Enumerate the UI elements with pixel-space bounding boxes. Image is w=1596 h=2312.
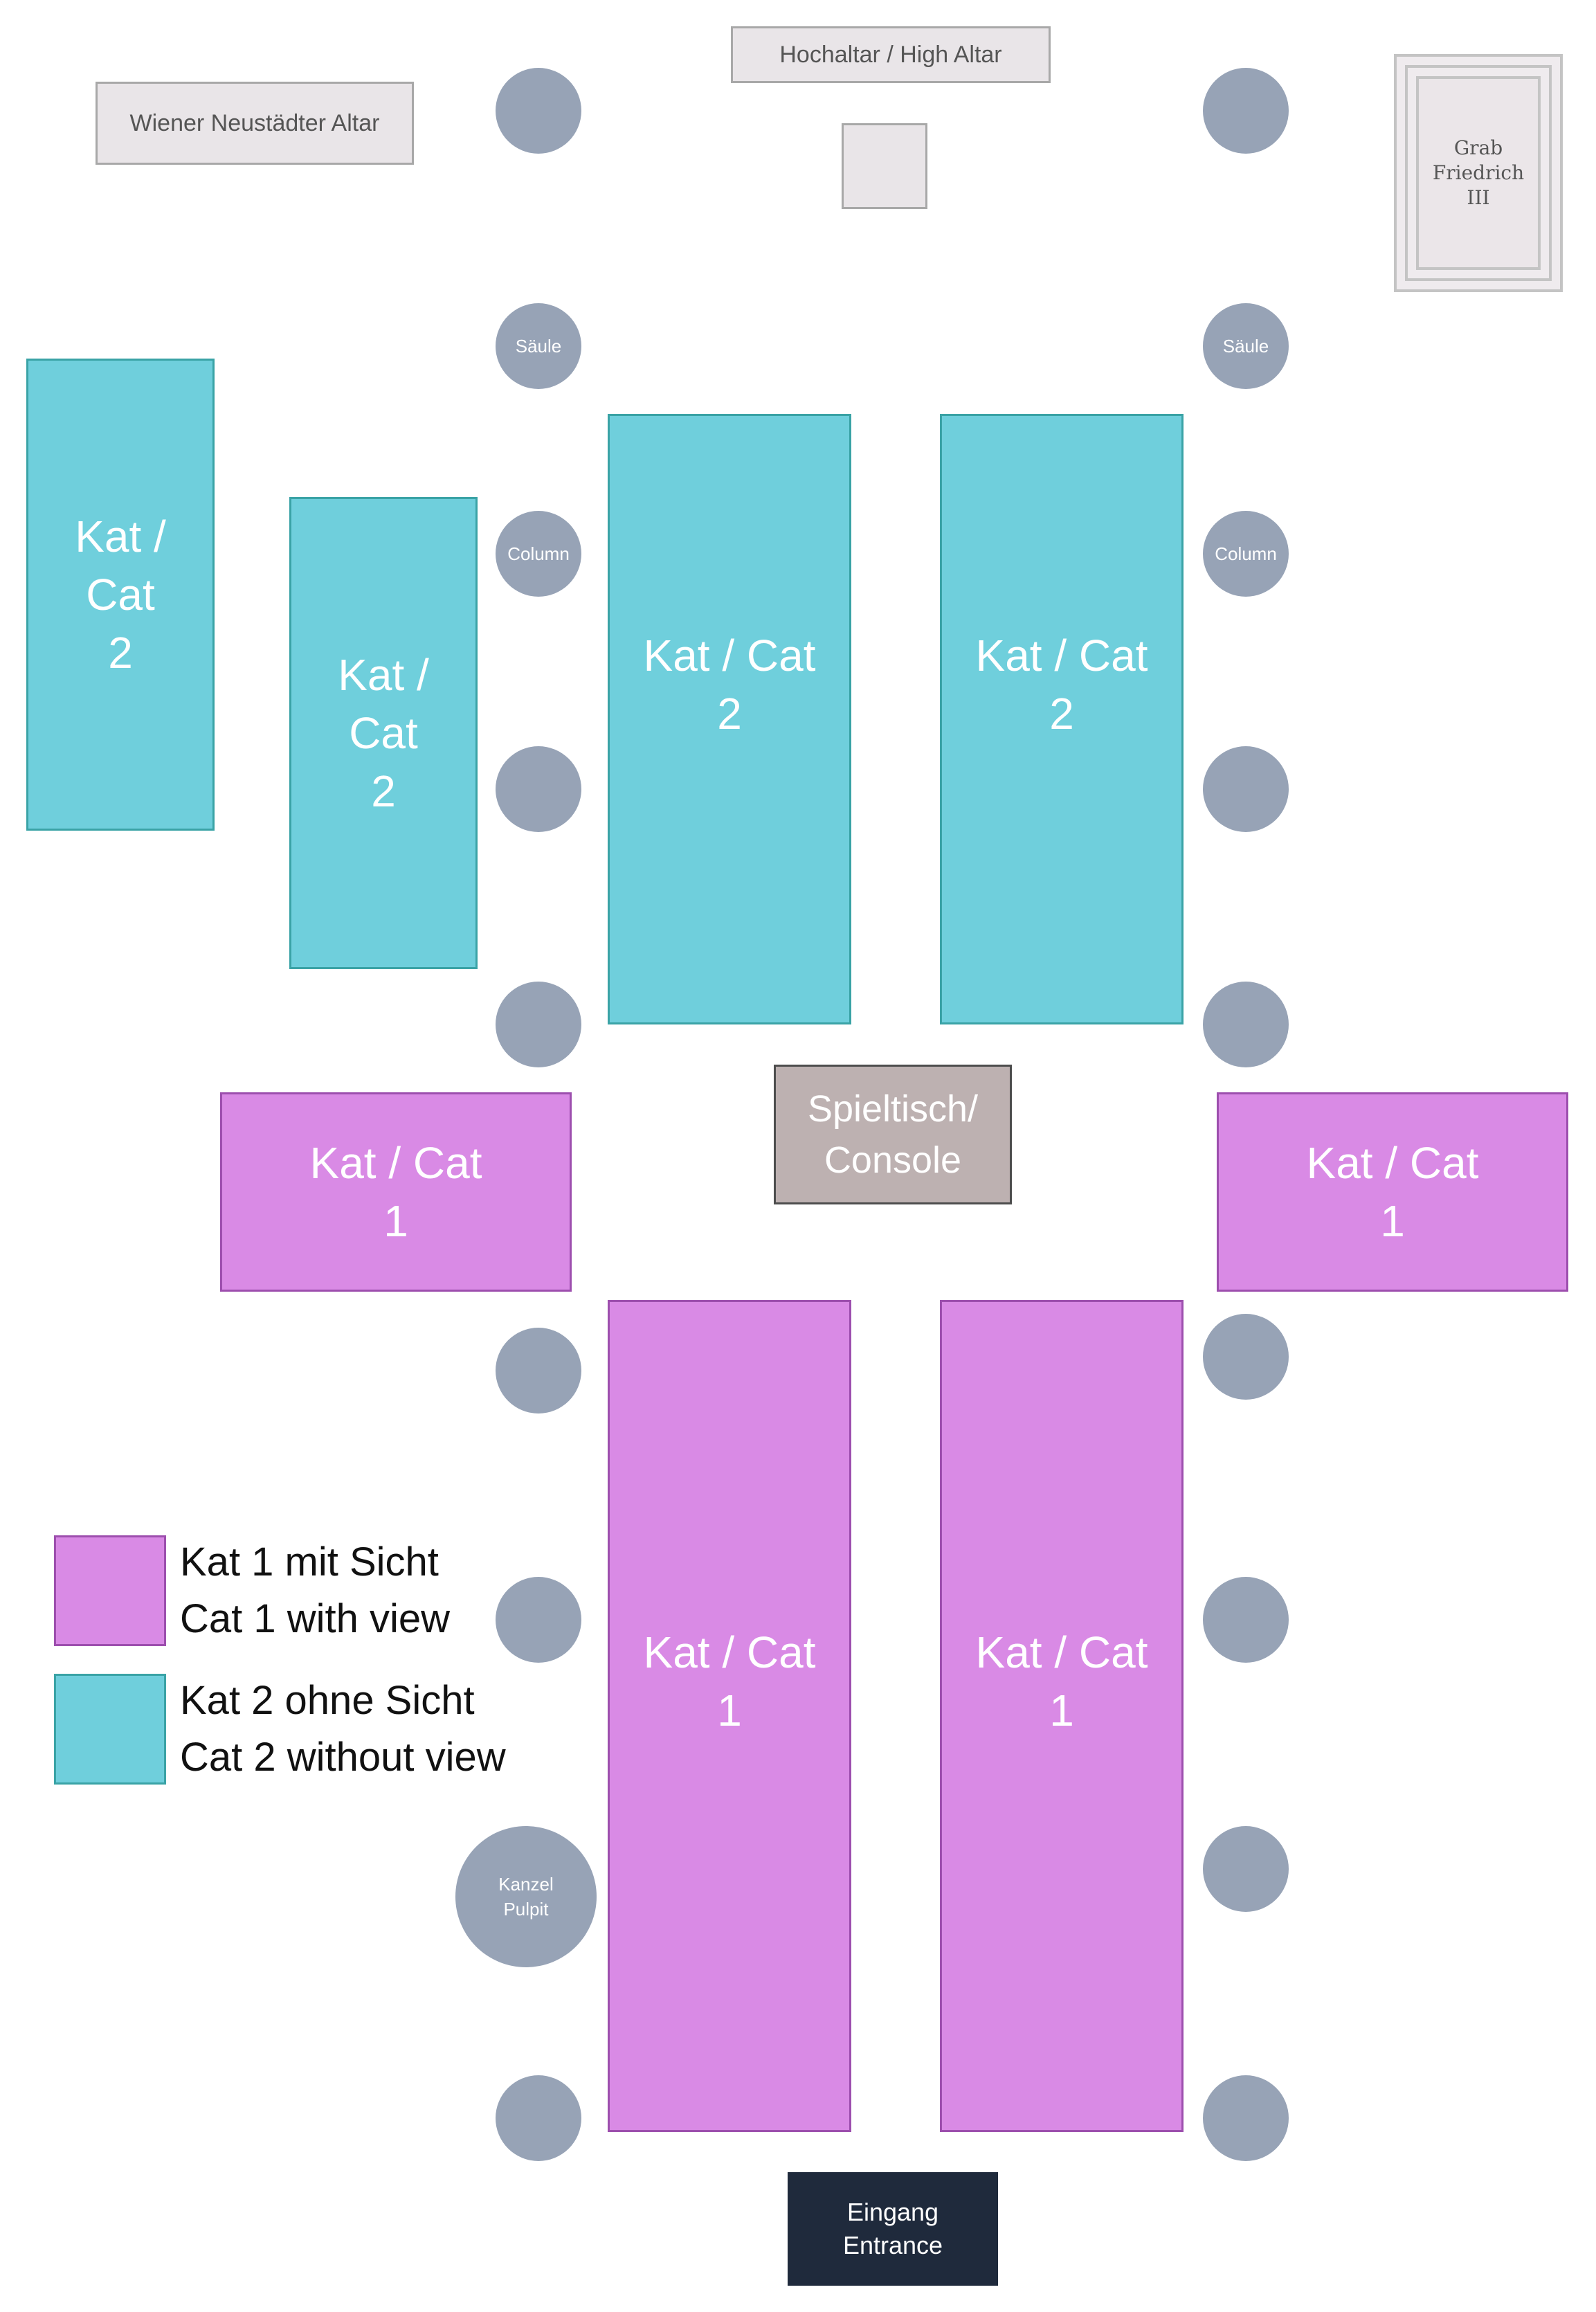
block-label: 1 — [717, 1686, 742, 1735]
entrance: Eingang Entrance — [788, 2172, 998, 2286]
block-label: 1 — [1049, 1686, 1074, 1735]
legend-line: Cat 2 without view — [180, 1735, 506, 1780]
block-label: 1 — [383, 1196, 408, 1246]
column — [1203, 1577, 1289, 1663]
column — [496, 1577, 581, 1663]
organ-console: Spieltisch/ Console — [774, 1065, 1012, 1204]
wiener-altar-label: Wiener Neustädter Altar — [129, 109, 380, 136]
pulpit-line-1: Kanzel — [498, 1874, 554, 1895]
seat-block-cat2-center-right[interactable]: Kat / Cat 2 — [940, 414, 1184, 1024]
column — [496, 1328, 581, 1414]
column — [1203, 2075, 1289, 2161]
high-altar: Hochaltar / High Altar — [731, 26, 1051, 83]
entrance-line-2: Entrance — [842, 2231, 943, 2259]
console-line-1: Spieltisch/ — [807, 1088, 979, 1130]
block-label: Kat / — [338, 650, 429, 700]
column-labeled: Column — [1203, 511, 1289, 597]
pulpit: Kanzel Pulpit — [455, 1826, 597, 1967]
seat-block-cat1-side-left[interactable]: Kat / Cat 1 — [220, 1092, 572, 1292]
grab-line-1: Grab — [1453, 136, 1503, 159]
column — [496, 68, 581, 154]
column-labeled: Column — [496, 511, 581, 597]
legend-line: Cat 1 with view — [180, 1596, 451, 1641]
high-altar-label: Hochaltar / High Altar — [779, 41, 1002, 68]
block-label: Kat / Cat — [975, 631, 1148, 680]
legend-label-cat1: Kat 1 mit Sicht Cat 1 with view — [180, 1534, 540, 1647]
column — [1203, 982, 1289, 1067]
column-saule: Säule — [1203, 303, 1289, 389]
block-label: Kat / Cat — [643, 1627, 816, 1677]
altar-table — [842, 123, 927, 209]
legend-swatch-cat2 — [54, 1674, 166, 1785]
saule-label: Säule — [1222, 335, 1269, 356]
grab-friedrich-iii: Grab Friedrich III — [1394, 54, 1563, 292]
grab-line-2: Friedrich — [1432, 161, 1525, 184]
wiener-neustaedter-altar: Wiener Neustädter Altar — [96, 82, 414, 165]
saule-label: Säule — [515, 335, 562, 356]
block-label: Cat — [86, 570, 155, 620]
column-label: Column — [507, 543, 570, 564]
column — [1203, 1826, 1289, 1912]
console-line-2: Console — [824, 1139, 962, 1181]
block-label: Kat / Cat — [643, 631, 816, 680]
block-label: Cat — [349, 708, 418, 758]
column — [496, 746, 581, 832]
entrance-line-1: Eingang — [846, 2198, 939, 2226]
column-label: Column — [1215, 543, 1277, 564]
column — [1203, 1314, 1289, 1400]
seat-block-cat1-side-right[interactable]: Kat / Cat 1 — [1217, 1092, 1568, 1292]
legend-swatch-cat1 — [54, 1535, 166, 1646]
seat-block-cat2-outer[interactable]: Kat / Cat 2 — [26, 359, 215, 831]
legend-label-cat2: Kat 2 ohne Sicht Cat 2 without view — [180, 1672, 568, 1786]
block-label: 2 — [1049, 689, 1074, 739]
column — [496, 2075, 581, 2161]
column — [1203, 746, 1289, 832]
legend-line: Kat 1 mit Sicht — [180, 1539, 439, 1584]
block-label: Kat / Cat — [1306, 1138, 1479, 1188]
seat-block-cat1-center-left[interactable]: Kat / Cat 1 — [608, 1300, 851, 2132]
block-label: 1 — [1380, 1196, 1405, 1246]
block-label: 2 — [371, 766, 396, 816]
block-label: Kat / Cat — [309, 1138, 482, 1188]
seat-block-cat1-center-right[interactable]: Kat / Cat 1 — [940, 1300, 1184, 2132]
block-label: 2 — [717, 689, 742, 739]
column — [1203, 68, 1289, 154]
column — [496, 982, 581, 1067]
seat-block-cat2-center-left[interactable]: Kat / Cat 2 — [608, 414, 851, 1024]
legend-line: Kat 2 ohne Sicht — [180, 1678, 475, 1723]
block-label: 2 — [108, 628, 133, 678]
pulpit-line-2: Pulpit — [503, 1899, 549, 1920]
column-saule: Säule — [496, 303, 581, 389]
block-label: Kat / Cat — [975, 1627, 1148, 1677]
seat-block-cat2-inner[interactable]: Kat / Cat 2 — [289, 497, 478, 969]
block-label: Kat / — [75, 512, 166, 561]
grab-line-3: III — [1467, 186, 1490, 209]
